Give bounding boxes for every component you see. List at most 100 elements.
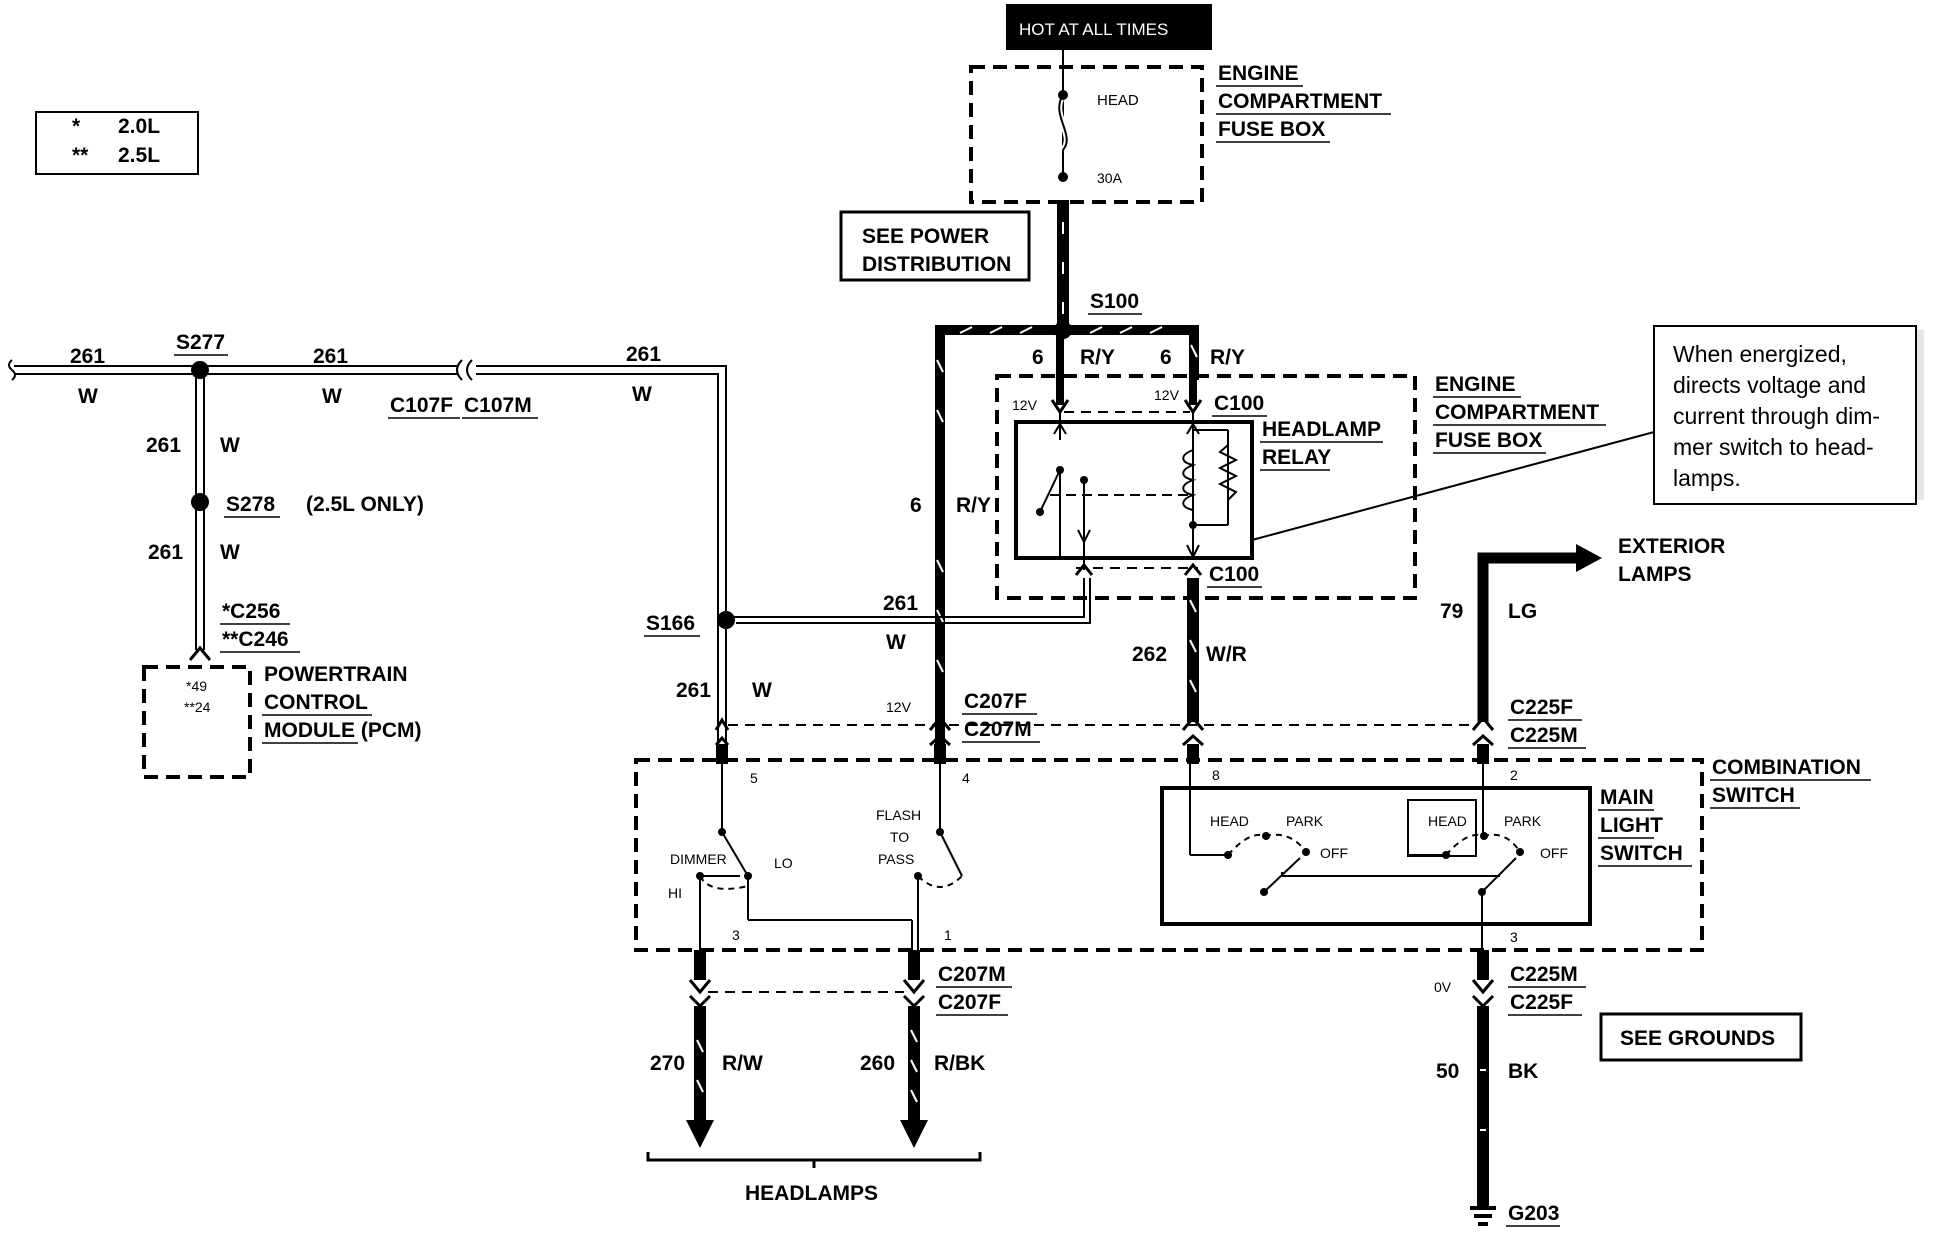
off-label-2: OFF	[1540, 845, 1568, 861]
ry-label-a: R/Y	[1080, 346, 1115, 369]
s277-label: S277	[176, 331, 225, 354]
see-power-line-2: DISTRIBUTION	[862, 253, 1011, 276]
w-e: W	[220, 541, 240, 564]
w-d: W	[220, 434, 240, 457]
park-label-1: PARK	[1286, 813, 1324, 829]
bk-label: BK	[1508, 1060, 1538, 1083]
pin-3b: 3	[1510, 929, 1518, 945]
wire-270-label: 270	[650, 1052, 685, 1075]
pin-1: 1	[944, 927, 952, 943]
legend-box: * 2.0L ** 2.5L	[35, 111, 199, 175]
exterior-lamps-wire: EXTERIOR LAMPS 79 LG	[1440, 535, 1725, 722]
s100-label: S100	[1090, 290, 1139, 313]
off-label-1: OFF	[1320, 845, 1348, 861]
legend-mark-2: **	[72, 144, 89, 167]
exterior-line-2: LAMPS	[1618, 563, 1692, 586]
legend-value-1: 2.0L	[118, 115, 160, 138]
c100-label-bottom: C100	[1209, 563, 1259, 586]
ry-label-b: R/Y	[1210, 346, 1245, 369]
wire-261-b: 261	[313, 345, 348, 368]
head-label-1: HEAD	[1210, 813, 1249, 829]
c107f-label: C107F	[390, 394, 453, 417]
mid-fuse-title-1: ENGINE	[1435, 373, 1516, 396]
c225f-label-bottom: C225F	[1510, 991, 1573, 1014]
c225f-label-top: C225F	[1510, 696, 1573, 719]
ground-symbol: G203	[1470, 1202, 1560, 1227]
main-light-switch: MAIN LIGHT SWITCH HEAD PARK OFF HEAD PAR…	[1160, 764, 1692, 950]
relay-outputs: 262 W/R 261 W	[730, 562, 1247, 722]
pcm-title-1: POWERTRAIN	[264, 663, 408, 686]
pcm-title-3: MODULE (PCM)	[264, 719, 421, 742]
callout-line-1: When energized,	[1673, 341, 1847, 367]
mid-fuse-title-2: COMPARTMENT	[1435, 401, 1599, 424]
c246-label: **C246	[222, 628, 289, 651]
wire-6-label-c: 6	[910, 494, 922, 517]
wr-label: W/R	[1206, 643, 1247, 666]
headlamps-bracket: HEADLAMPS	[646, 1152, 982, 1205]
s166-label: S166	[646, 612, 695, 635]
wire-261-f: 261	[676, 679, 711, 702]
relay-title-1: HEADLAMP	[1262, 418, 1381, 441]
park-label-2: PARK	[1504, 813, 1542, 829]
see-grounds-box: SEE GROUNDS	[1599, 1012, 1803, 1062]
top-fuse-title-2: COMPARTMENT	[1218, 90, 1382, 113]
w-c: W	[632, 383, 652, 406]
rbk-label: R/BK	[934, 1052, 985, 1075]
pin-5: 5	[750, 770, 758, 786]
callout-line-2: directs voltage and	[1673, 372, 1866, 398]
w-a: W	[78, 385, 98, 408]
headlamp-relay: HEADLAMP RELAY C100 C100	[1014, 392, 1383, 588]
lower-wires: 270 R/W 260 R/BK C207M C207F 0V C225M C2…	[650, 950, 1586, 1206]
lo-label: LO	[774, 855, 793, 871]
relay-12v-a: 12V	[1012, 397, 1038, 413]
pcm-pin-2: **24	[184, 699, 211, 715]
flash-label-2: TO	[890, 829, 909, 845]
left-bus: 261 W S277 261 W C107F C107M 261 W 261 W…	[8, 331, 772, 760]
callout-line-5: lamps.	[1673, 465, 1741, 491]
mid-fuse-title-3: FUSE BOX	[1435, 429, 1542, 452]
pin-8: 8	[1212, 767, 1220, 783]
hot-at-all-times-box: HOT AT ALL TIMES	[1006, 4, 1212, 50]
w-label-s166: W	[886, 631, 906, 654]
hot-label: HOT AT ALL TIMES	[1019, 20, 1168, 39]
flash-label-3: PASS	[878, 851, 914, 867]
pcm-title-2: CONTROL	[264, 691, 368, 714]
combo-title-1: COMBINATION	[1712, 756, 1861, 779]
ry-label-c: R/Y	[956, 494, 991, 517]
headlamps-label: HEADLAMPS	[745, 1182, 878, 1205]
see-grounds-label: SEE GROUNDS	[1620, 1027, 1775, 1050]
zero-v-label: 0V	[1434, 979, 1452, 995]
top-fuse-title-1: ENGINE	[1218, 62, 1299, 85]
combo-title-2: SWITCH	[1712, 784, 1795, 807]
wire-261-d: 261	[146, 434, 181, 457]
mls-title-1: MAIN	[1600, 786, 1654, 809]
upper-connectors: 12V C207F C207M C225F C225M	[714, 690, 1586, 764]
s278-label: S278	[226, 493, 275, 516]
s278-note: (2.5L ONLY)	[306, 493, 424, 516]
top-fuse-title-3: FUSE BOX	[1218, 118, 1325, 141]
pin-4: 4	[962, 770, 970, 786]
wire-261-label-s166: 261	[883, 592, 918, 615]
combination-switch: COMBINATION SWITCH 5 4 3 1 8 2 3 DIMMER …	[634, 756, 1871, 952]
head-label-2: HEAD	[1428, 813, 1467, 829]
wire-261-c: 261	[626, 343, 661, 366]
wire-6-label-b: 6	[1160, 346, 1172, 369]
middle-fuse-box: ENGINE COMPARTMENT FUSE BOX	[995, 373, 1606, 600]
c207m-label-bottom: C207M	[938, 963, 1006, 986]
dimmer-label: DIMMER	[670, 851, 727, 867]
pcm-pin-1: *49	[186, 678, 207, 694]
c100-label-top: C100	[1214, 392, 1264, 415]
legend-value-2: 2.5L	[118, 144, 160, 167]
lg-label: LG	[1508, 600, 1537, 623]
c225m-label-bottom: C225M	[1510, 963, 1578, 986]
fuse-rating: 30A	[1097, 170, 1123, 186]
c207f-label-bottom: C207F	[938, 991, 1001, 1014]
wire-6-label-a: 6	[1032, 346, 1044, 369]
callout-box: When energized, directs voltage and curr…	[1251, 325, 1924, 541]
flash-label-1: FLASH	[876, 807, 921, 823]
see-power-box: SEE POWER DISTRIBUTION	[839, 210, 1031, 282]
c207f-label-top: C207F	[964, 690, 1027, 713]
wire-261-a: 261	[70, 345, 105, 368]
top-fuse-box: HEAD 30A ENGINE COMPARTMENT FUSE BOX	[969, 50, 1391, 204]
